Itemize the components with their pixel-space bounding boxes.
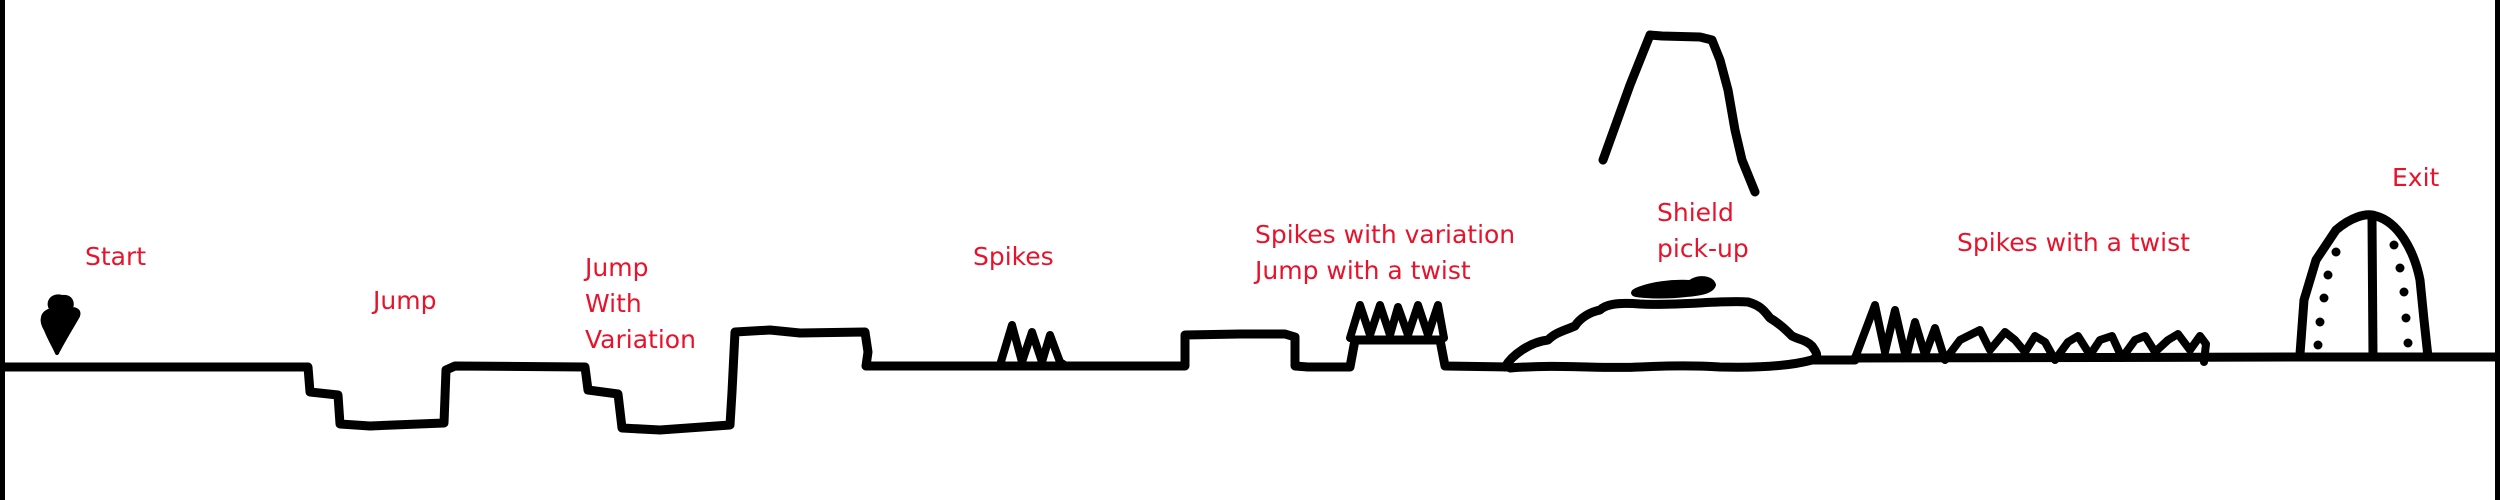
spike-group-3 bbox=[1851, 301, 2210, 366]
exit-door-dot bbox=[2403, 338, 2413, 348]
label-shield-pickup: Shield pick-up bbox=[1657, 198, 1749, 263]
label-spikes: Spikes bbox=[973, 242, 1054, 271]
label-spikes-with-a-twist: Spikes with a twist bbox=[1957, 228, 2190, 257]
left-border bbox=[0, 0, 5, 500]
label-spikes-with-variation: Spikes with variation bbox=[1255, 220, 1515, 249]
label-jump-with-variation-line-2: With bbox=[585, 289, 642, 318]
player-figure bbox=[40, 294, 81, 355]
floating-structure bbox=[1598, 30, 1760, 197]
label-jump: Jump bbox=[371, 286, 436, 315]
label-shield-pickup-line-2: pick-up bbox=[1657, 234, 1749, 263]
exit-door-divider bbox=[2367, 213, 2378, 361]
exit-door-dot bbox=[2313, 340, 2323, 350]
shield-pickup-icon bbox=[1631, 276, 1716, 299]
exit-door-dot bbox=[2323, 270, 2333, 280]
spike-group-1 bbox=[996, 321, 1070, 370]
exit-door bbox=[2295, 210, 2433, 362]
exit-door-dot bbox=[2399, 287, 2409, 297]
ground-line bbox=[0, 325, 1515, 435]
label-jump-with-variation: Jump With Variation bbox=[583, 253, 696, 354]
label-start: Start bbox=[85, 242, 146, 271]
exit-door-dot bbox=[2331, 247, 2341, 257]
exit-door-dot bbox=[2319, 293, 2329, 303]
label-shield-pickup-line-1: Shield bbox=[1657, 198, 1734, 227]
exit-door-dot bbox=[2395, 263, 2405, 273]
label-jump-with-variation-line-1: Jump bbox=[583, 253, 648, 282]
right-border bbox=[2495, 0, 2500, 500]
mound bbox=[1500, 297, 1822, 373]
spike-group-2 bbox=[1346, 301, 1448, 342]
exit-door-dot bbox=[2315, 317, 2325, 327]
exit-door-dot bbox=[2389, 240, 2399, 250]
label-jump-with-a-twist: Jump with a twist bbox=[1253, 256, 1471, 285]
ground-line-right bbox=[1850, 352, 2500, 363]
label-jump-with-variation-line-3: Variation bbox=[585, 325, 696, 354]
exit-door-dot bbox=[2401, 313, 2411, 323]
label-exit: Exit bbox=[2392, 163, 2440, 192]
